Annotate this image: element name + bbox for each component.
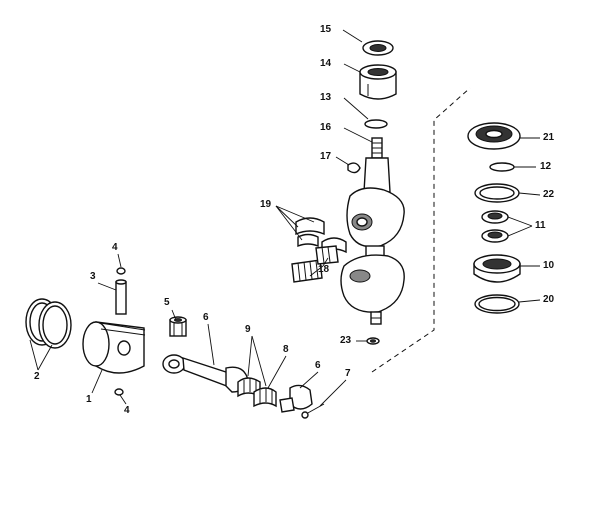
assembly-dashed-line: [371, 87, 471, 373]
part-18-rollers: [291, 245, 339, 283]
part-20-snap-ring: [474, 294, 520, 314]
callout-16: 16: [320, 122, 332, 133]
callout-23: 23: [340, 335, 352, 346]
callout-7: 7: [345, 368, 351, 379]
part-1-piston: [82, 321, 146, 374]
callout-15: 15: [320, 24, 332, 35]
leader-lines: [29, 29, 541, 407]
part-13-ring: [364, 119, 388, 129]
part-21-ball-bearing: [467, 122, 521, 150]
part-6-rod-cap: [279, 384, 313, 413]
part-22-seal-ring: [474, 183, 520, 203]
callout-13: 13: [320, 92, 332, 103]
callout-6-rod: 6: [203, 312, 209, 323]
part-12-ring: [489, 162, 515, 172]
part-9-bearing-halves: [237, 377, 277, 408]
callout-21: 21: [543, 132, 555, 143]
callout-5: 5: [164, 297, 170, 308]
part-7-screw: [301, 403, 325, 419]
callout-11: 11: [535, 220, 546, 231]
part-4-pin-retainer-top: [116, 267, 126, 275]
callout-12: 12: [540, 161, 552, 172]
callout-20: 20: [543, 294, 555, 305]
callout-10: 10: [543, 260, 555, 271]
callout-1: 1: [86, 394, 92, 405]
part-17-key: [347, 162, 361, 174]
part-14-bearing-housing: [359, 64, 397, 100]
callout-22: 22: [543, 189, 555, 200]
callout-3: 3: [90, 271, 96, 282]
part-2-piston-rings: [25, 298, 72, 349]
part-4-pin-retainer-bottom: [114, 388, 124, 396]
part-6-connecting-rod: [162, 354, 249, 393]
callout-8: 8: [283, 344, 289, 355]
callout-4-bottom: 4: [124, 405, 130, 416]
part-11-bearing-pair: [481, 210, 509, 243]
callout-14: 14: [320, 58, 332, 69]
part-3-piston-pin: [115, 279, 127, 315]
part-16-crankshaft: [340, 137, 405, 325]
callout-6-cap: 6: [315, 360, 321, 371]
callout-19: 19: [260, 199, 272, 210]
callout-4-top: 4: [112, 242, 118, 253]
part-10-retainer: [473, 254, 521, 283]
part-5-needle-bearing: [169, 316, 187, 337]
callout-18: 18: [318, 264, 330, 275]
part-15-seal: [362, 40, 394, 56]
part-23-washer: [366, 337, 380, 345]
callout-17: 17: [320, 151, 332, 162]
callout-2: 2: [34, 371, 40, 382]
callout-9: 9: [245, 324, 251, 335]
